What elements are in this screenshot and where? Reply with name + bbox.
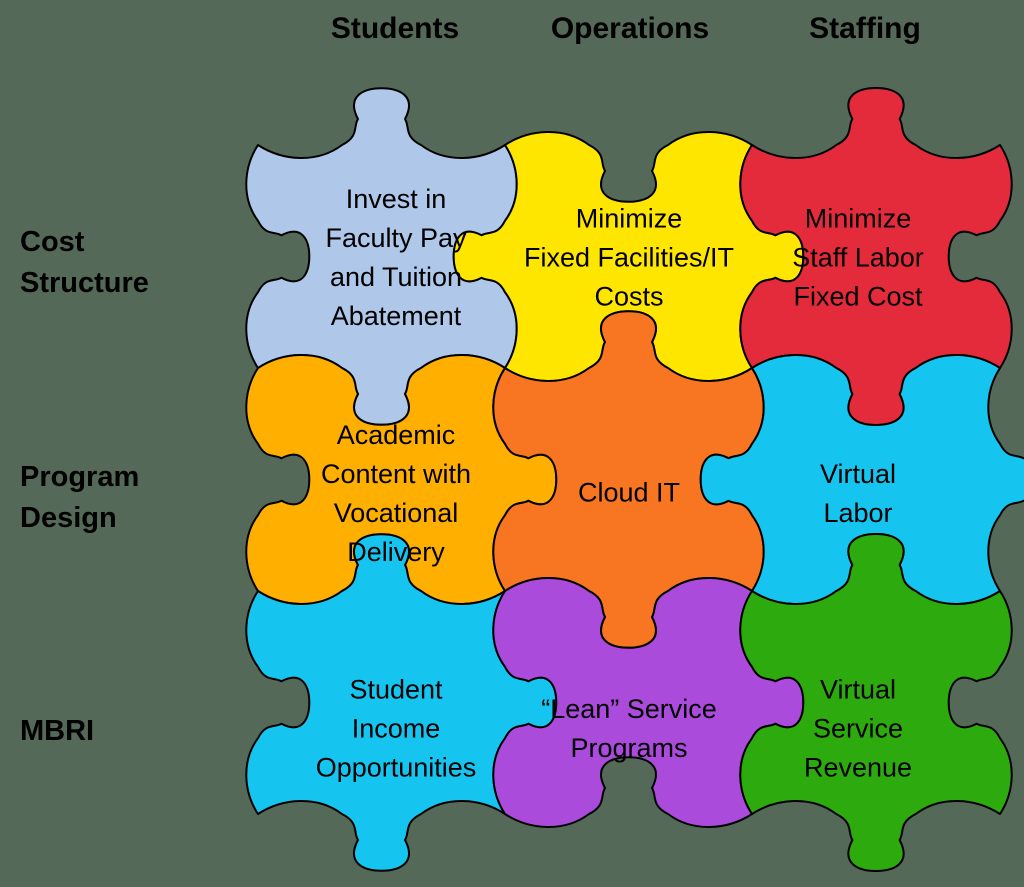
piece-label-academic-content: Academic Content with Vocational Deliver… xyxy=(320,420,472,567)
row-label-cost-structure: Cost Structure xyxy=(20,226,149,299)
piece-label-student-income: Student Income Opportunities xyxy=(315,674,477,783)
piece-label-virtual-service-revenue: Virtual Service Revenue xyxy=(803,674,913,783)
column-header-staffing: Staffing xyxy=(809,12,921,45)
row-label-program-design: Program Design xyxy=(20,461,140,534)
row-label-mbri: MBRI xyxy=(20,715,95,747)
piece-label-minimize-facilities-it: Minimize Fixed Facilities/IT Costs xyxy=(523,203,735,312)
piece-label-cloud-it: Cloud IT xyxy=(577,477,681,508)
column-header-students: Students xyxy=(330,12,460,45)
piece-label-invest-faculty-pay: Invest in Faculty Pay and Tuition Abatem… xyxy=(325,184,467,331)
piece-label-virtual-labor: Virtual Labor xyxy=(819,459,897,528)
piece-label-minimize-staff-labor: Minimize Staff Labor Fixed Cost xyxy=(792,203,924,312)
column-header-operations: Operations xyxy=(550,12,710,45)
piece-label-lean-service: “Lean” Service Programs xyxy=(541,694,717,763)
puzzle-piece-virtual-service-revenue xyxy=(739,533,1013,872)
